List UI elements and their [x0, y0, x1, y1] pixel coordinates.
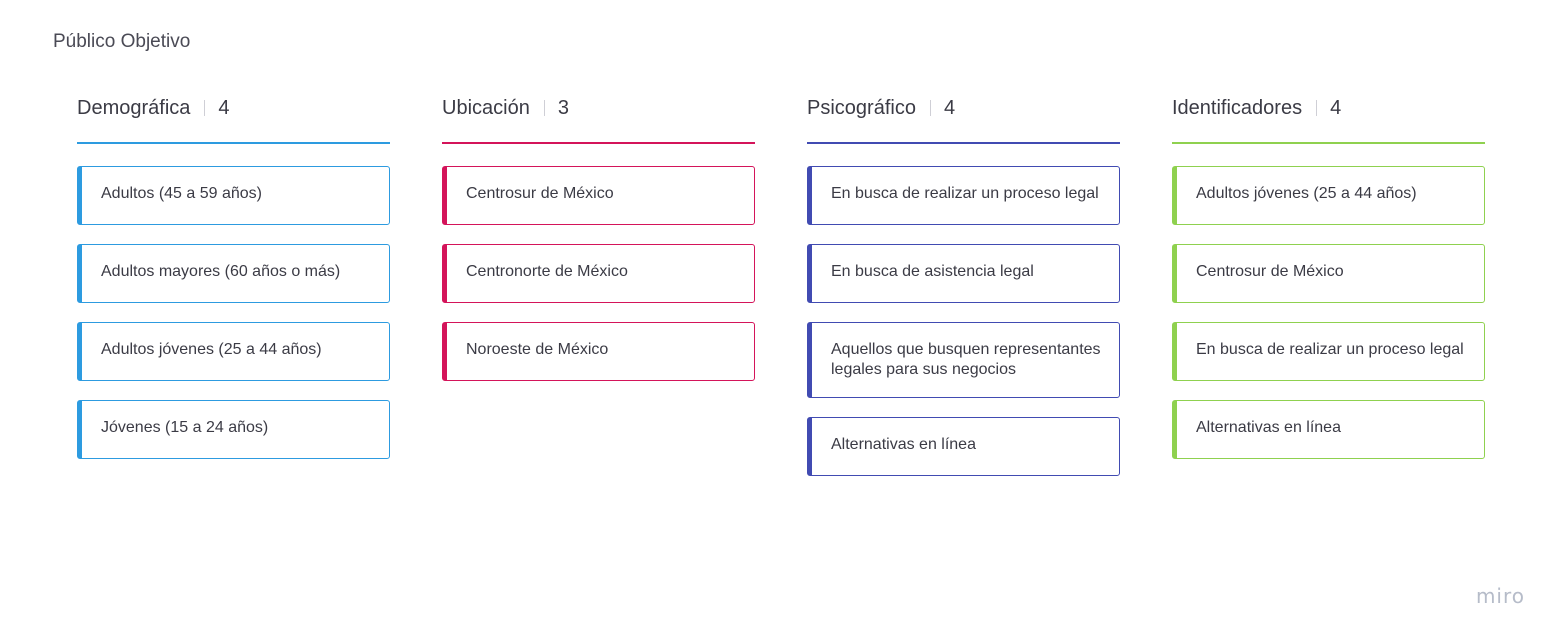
card-list: Centrosur de México Centronorte de Méxic…	[442, 166, 755, 381]
card[interactable]: Centrosur de México	[1172, 244, 1485, 303]
column-count: 3	[557, 96, 569, 119]
column-count: 4	[218, 96, 230, 119]
column-count: 4	[943, 96, 956, 119]
column-count: 4	[1330, 96, 1342, 119]
card[interactable]: Adultos jóvenes (25 a 44 años)	[1172, 166, 1485, 225]
card[interactable]: Centronorte de México	[442, 244, 755, 303]
card[interactable]: Alternativas en línea	[1172, 400, 1485, 459]
card[interactable]: Adultos (45 a 59 años)	[77, 166, 390, 225]
column-demografica: Demográfica 4 Adultos (45 a 59 años) Adu…	[77, 95, 390, 478]
card[interactable]: Noroeste de México	[442, 322, 755, 381]
column-identificadores: Identificadores 4 Adultos jóvenes (25 a …	[1172, 95, 1485, 478]
card-list: Adultos jóvenes (25 a 44 años) Centrosur…	[1172, 166, 1485, 459]
card[interactable]: Adultos mayores (60 años o más)	[77, 244, 390, 303]
card[interactable]: Alternativas en línea	[807, 417, 1120, 476]
card[interactable]: Jóvenes (15 a 24 años)	[77, 400, 390, 459]
column-rule	[77, 142, 390, 144]
column-rule	[807, 142, 1120, 144]
column-header-divider	[929, 100, 931, 116]
column-header[interactable]: Demográfica 4	[77, 95, 390, 121]
card[interactable]: Aquellos que busquen representantes lega…	[807, 322, 1120, 398]
column-header-divider	[204, 100, 206, 116]
column-rule	[442, 142, 755, 144]
card[interactable]: En busca de realizar un proceso legal	[807, 166, 1120, 225]
card-list: En busca de realizar un proceso legal En…	[807, 166, 1120, 476]
card[interactable]: Adultos jóvenes (25 a 44 años)	[77, 322, 390, 381]
column-title: Psicográfico	[807, 96, 916, 119]
column-header[interactable]: Psicográfico 4	[807, 95, 1120, 121]
column-ubicacion: Ubicación 3 Centrosur de México Centrono…	[442, 95, 755, 400]
card[interactable]: Centrosur de México	[442, 166, 755, 225]
column-header[interactable]: Ubicación 3	[442, 95, 755, 121]
board-title[interactable]: Público Objetivo	[53, 31, 191, 52]
card[interactable]: En busca de realizar un proceso legal	[1172, 322, 1485, 381]
column-rule	[1172, 142, 1485, 144]
column-title: Identificadores	[1172, 96, 1303, 119]
card[interactable]: En busca de asistencia legal	[807, 244, 1120, 303]
column-header-divider	[1316, 100, 1318, 116]
column-header-divider	[543, 100, 545, 116]
miro-logo: miro	[1475, 584, 1525, 608]
column-psicografico: Psicográfico 4 En busca de realizar un p…	[807, 95, 1120, 495]
column-header[interactable]: Identificadores 4	[1172, 95, 1485, 121]
card-list: Adultos (45 a 59 años) Adultos mayores (…	[77, 166, 390, 459]
column-title: Demográfica	[77, 96, 191, 119]
column-title: Ubicación	[442, 96, 530, 119]
